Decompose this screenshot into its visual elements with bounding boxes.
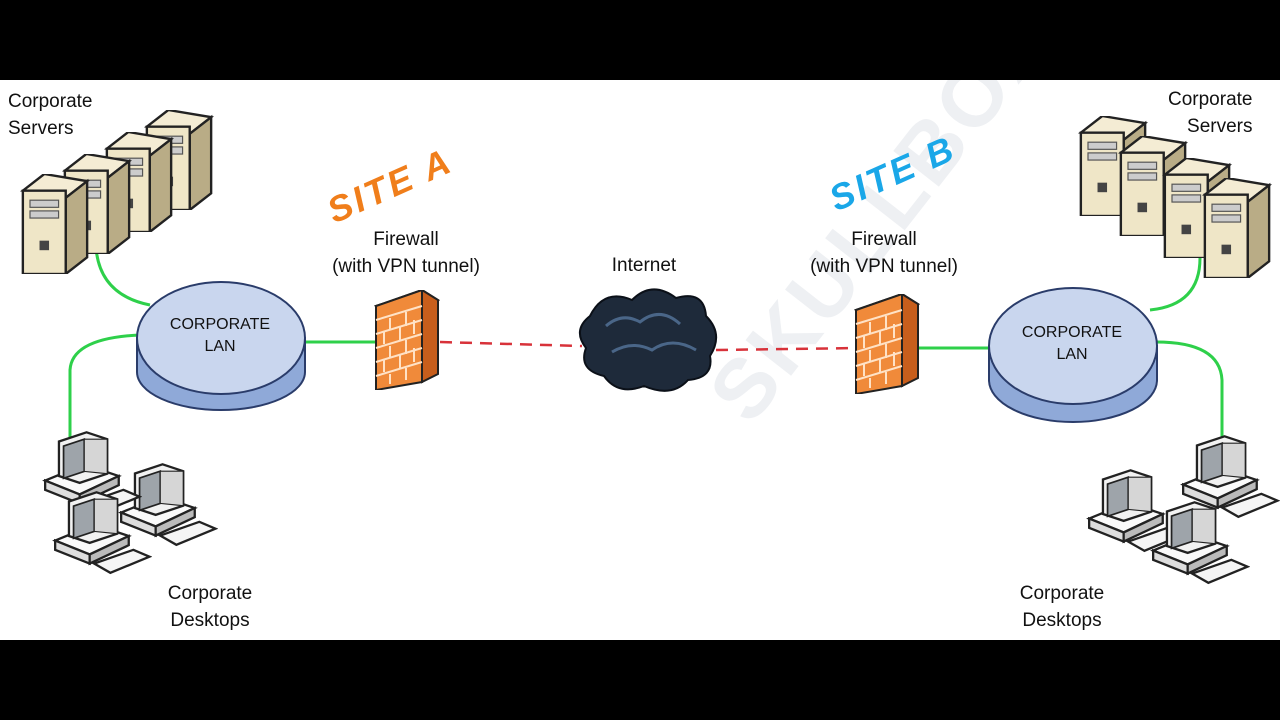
firewall-label-b: Firewall (with VPN tunnel) xyxy=(810,229,958,277)
vpn-tunnel-line-b xyxy=(715,346,861,352)
link-servers-to-lan-a xyxy=(94,247,151,307)
lan-label-b: CORPORATE LAN xyxy=(1021,324,1123,363)
link-lan-to-desktops-a xyxy=(68,333,141,440)
vpn-tunnel-line-a xyxy=(439,340,583,348)
server-rack-icon-b xyxy=(1079,116,1271,278)
servers-label-a: Corporate Servers xyxy=(8,91,93,139)
firewall-icon-b xyxy=(854,294,920,394)
diagram-canvas: SKULLBOX.NET xyxy=(0,80,1280,640)
link-lan-to-desktops-b xyxy=(1155,340,1224,450)
firewall-label-a: Firewall (with VPN tunnel) xyxy=(332,229,480,277)
internet-cloud-icon xyxy=(579,288,717,392)
desktops-label-a: Corporate Desktops xyxy=(167,583,253,631)
network-diagram xyxy=(21,110,1279,584)
lan-disk-icon-a xyxy=(136,281,306,411)
firewall-icon-a xyxy=(374,290,440,390)
lan-disk-icon-b xyxy=(988,287,1158,423)
desktop-computers-icon-a xyxy=(43,431,217,574)
desktops-label-b: Corporate Desktops xyxy=(1019,583,1105,631)
internet-label: Internet xyxy=(611,255,677,276)
link-servers-to-lan-b xyxy=(1149,257,1202,312)
servers-label-b: Corporate Servers xyxy=(1168,89,1253,137)
lan-label-a: CORPORATE LAN xyxy=(169,316,271,355)
desktop-computers-icon-b xyxy=(1087,435,1279,584)
